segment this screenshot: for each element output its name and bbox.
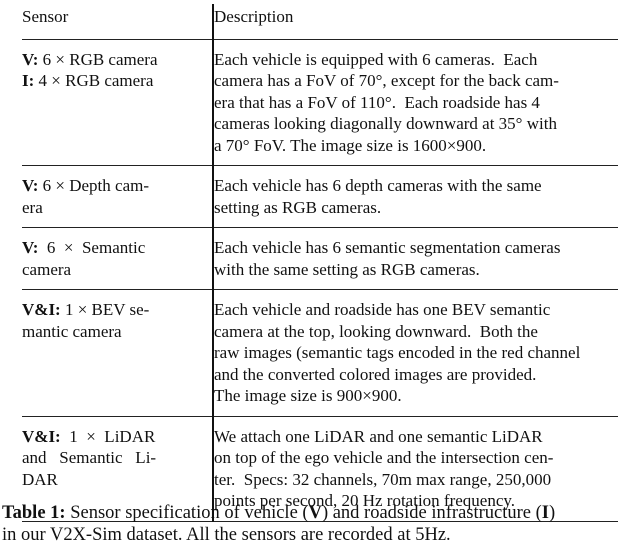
sensor-text: camera <box>22 259 72 279</box>
sensor-platform-label: V: <box>22 49 39 69</box>
sensor-line: DAR <box>22 469 212 491</box>
header-description: Description <box>212 4 618 39</box>
sensor-cell: V&I: 1 × BEV se-mantic camera <box>22 290 213 417</box>
description-line: Each vehicle is equipped with 6 cameras.… <box>214 49 538 69</box>
sensor-text: 1 × BEV se- <box>60 300 150 319</box>
description-line: a 70° FoV. The image size is 1600×900. <box>214 135 487 155</box>
sensor-line: I: 4 × RGB camera <box>22 70 212 92</box>
caption-line-2: in our V2X-Sim dataset. All the sensors … <box>2 525 451 545</box>
sensor-line: era <box>22 197 212 219</box>
sensor-line: camera <box>22 259 212 281</box>
description-line: points per second, 20 Hz rotation freque… <box>214 491 516 510</box>
sensor-text: 4 × RGB camera <box>34 71 154 90</box>
description-cell: Each vehicle is equipped with 6 cameras.… <box>212 39 618 166</box>
description-line: Each vehicle has 6 semantic segmentation… <box>214 238 561 257</box>
sensor-text: era <box>22 197 43 217</box>
sensor-platform-label: V: <box>22 176 39 195</box>
description-line: camera at the top, looking downward. Bot… <box>214 321 538 341</box>
description-cell: Each vehicle has 6 depth cameras with th… <box>212 165 618 228</box>
sensor-text: DAR <box>22 469 58 489</box>
description-line: The image size is 900×900. <box>214 386 402 405</box>
caption-vehicle-symbol: V <box>308 503 322 523</box>
caption-text-c: ) <box>549 503 556 523</box>
sensor-text: 6 × Depth cam- <box>38 176 149 195</box>
sensor-text: mantic camera <box>22 321 122 341</box>
description-line: camera has a FoV of 70°, except for the … <box>214 71 559 90</box>
sensor-line: V&I: 1 × BEV se- <box>22 299 212 321</box>
sensor-cell: V: 6 × Depth cam-era <box>22 166 213 228</box>
caption-line-1: Table 1: Sensor specification of vehicle… <box>2 502 638 524</box>
caption-infrastructure-symbol: I <box>541 503 549 523</box>
description-line: cameras looking diagonally downward at 3… <box>214 114 557 133</box>
description-line: We attach one LiDAR and one semantic LiD… <box>214 426 543 446</box>
sensor-platform-label: V&I: <box>22 426 61 446</box>
description-line: with the same setting as RGB cameras. <box>214 259 480 279</box>
sensor-line: and Semantic Li- <box>22 447 212 469</box>
description-line: Each vehicle has 6 depth cameras with th… <box>214 176 542 195</box>
caption-text-b: ) and roadside infrastructure ( <box>321 503 542 523</box>
description-line: setting as RGB cameras. <box>214 197 382 217</box>
sensor-text: 6 × RGB camera <box>38 49 158 69</box>
description-line: era that has a FoV of 110°. Each roadsid… <box>214 92 540 112</box>
description-line: raw images (semantic tags encoded in the… <box>214 343 581 362</box>
caption-text-a: Sensor specification of vehicle ( <box>65 503 309 523</box>
table-header-row: Sensor Description <box>22 4 618 39</box>
sensor-platform-label: V: <box>22 238 39 257</box>
description-line: ter. Specs: 32 channels, 70m max range, … <box>214 469 552 489</box>
sensor-platform-label: V&I: <box>22 300 61 319</box>
sensor-line: mantic camera <box>22 321 212 343</box>
description-cell: Each vehicle and roadside has one BEV se… <box>212 289 618 416</box>
sensor-line: V: 6 × RGB camera <box>22 49 212 71</box>
sensor-line: V&I: 1 × LiDAR <box>22 426 212 448</box>
description-line: and the converted colored images are pro… <box>214 364 537 384</box>
caption-label: Table 1: <box>2 503 66 523</box>
description-line: Each vehicle and roadside has one BEV se… <box>214 300 551 319</box>
sensor-line: V: 6 × Depth cam- <box>22 175 212 197</box>
sensor-text: and Semantic Li- <box>22 448 157 467</box>
sensor-text: 1 × LiDAR <box>60 426 156 446</box>
description-line: on top of the ego vehicle and the inters… <box>214 448 554 467</box>
header-sensor: Sensor <box>22 7 69 26</box>
table-caption: Table 1: Sensor specification of vehicle… <box>2 502 638 546</box>
description-cell: We attach one LiDAR and one semantic LiD… <box>212 416 618 521</box>
sensor-text: 6 × Semantic <box>38 238 146 257</box>
sensor-platform-label: I: <box>22 71 35 90</box>
sensor-line: V: 6 × Semantic <box>22 237 212 259</box>
description-cell: Each vehicle has 6 semantic segmentation… <box>212 227 618 290</box>
